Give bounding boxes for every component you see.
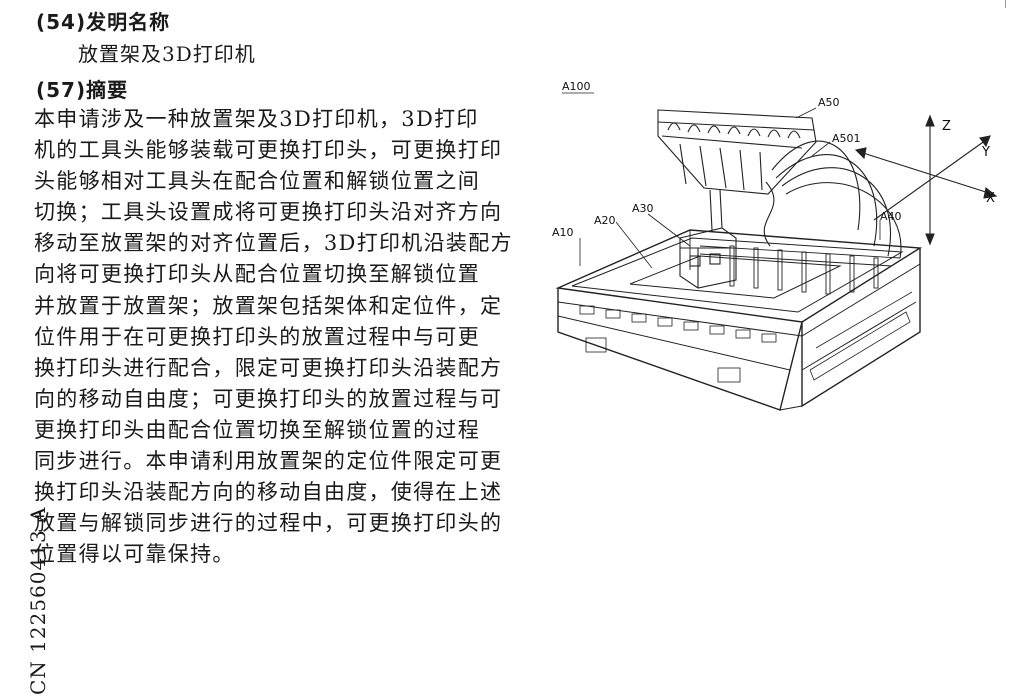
tool-head bbox=[679, 189, 737, 289]
abstract-text: 本申请涉及一种放置架及3D打印机，3D打印 机的工具头能够装载可更换打印头，可更… bbox=[34, 104, 513, 570]
abstract-line: 更换打印头由配合位置切换至解锁位置的过程 bbox=[34, 417, 480, 442]
label-a100: A100 bbox=[562, 80, 591, 93]
section-54-heading: (54)发明名称 bbox=[36, 10, 171, 34]
abstract-line: 位置得以可靠保持。 bbox=[34, 542, 235, 567]
abstract-line: 同步进行。本申请利用放置架的定位件限定可更 bbox=[34, 449, 503, 474]
abstract-line: 切换；工具头设置成将可更换打印头沿对齐方向 bbox=[34, 200, 503, 225]
abstract-line: 放置与解锁同步进行的过程中，可更换打印头的 bbox=[34, 511, 503, 536]
axis-label-x: X bbox=[986, 191, 995, 206]
coordinate-axes bbox=[854, 114, 998, 246]
axis-label-y: Y bbox=[981, 145, 990, 160]
label-a20: A20 bbox=[594, 214, 616, 227]
abstract-line: 并放置于放置架；放置架包括架体和定位件，定 bbox=[34, 293, 503, 318]
printer-gantry bbox=[689, 230, 901, 295]
printer-base bbox=[555, 229, 923, 411]
leader-lines bbox=[579, 107, 881, 269]
print-head-rack bbox=[657, 109, 902, 259]
invention-title: 放置架及3D打印机 bbox=[78, 42, 256, 66]
abstract-line: 向的移动自由度；可更换打印头的放置过程与可 bbox=[34, 386, 503, 411]
publication-number: CN 122560413 A bbox=[26, 506, 50, 695]
abstract-line: 位件用于在可更换打印头的放置过程中与可更 bbox=[34, 324, 480, 349]
label-a30: A30 bbox=[632, 202, 654, 215]
abstract-line: 向将可更换打印头从配合位置切换至解锁位置 bbox=[34, 262, 480, 287]
label-a50: A50 bbox=[818, 96, 840, 109]
page-corner-mark bbox=[1005, 0, 1012, 8]
abstract-line: 移动至放置架的对齐位置后，3D打印机沿装配方 bbox=[34, 231, 513, 256]
abstract-line: 换打印头进行配合，限定可更换打印头沿装配方 bbox=[34, 355, 503, 380]
label-a501: A501 bbox=[832, 132, 861, 145]
abstract-line: 换打印头沿装配方向的移动自由度，使得在上述 bbox=[34, 480, 503, 505]
section-57-heading: (57)摘要 bbox=[36, 78, 129, 102]
abstract-line: 机的工具头能够装载可更换打印头，可更换打印 bbox=[34, 138, 503, 163]
publication-number-margin: CN 122560413 A bbox=[0, 507, 50, 695]
printer-drawing: A100 A50 A501 A40 A30 A20 A10 Z Y X bbox=[552, 80, 998, 411]
axis-label-z: Z bbox=[942, 119, 951, 134]
abstract-line: 本申请涉及一种放置架及3D打印机，3D打印 bbox=[34, 107, 479, 131]
printer-figure: A100 A50 A501 A40 A30 A20 A10 Z Y X bbox=[540, 70, 1010, 430]
label-a10: A10 bbox=[552, 226, 574, 239]
abstract-line: 头能够相对工具头在配合位置和解锁位置之间 bbox=[34, 169, 480, 194]
label-a40: A40 bbox=[880, 210, 902, 223]
